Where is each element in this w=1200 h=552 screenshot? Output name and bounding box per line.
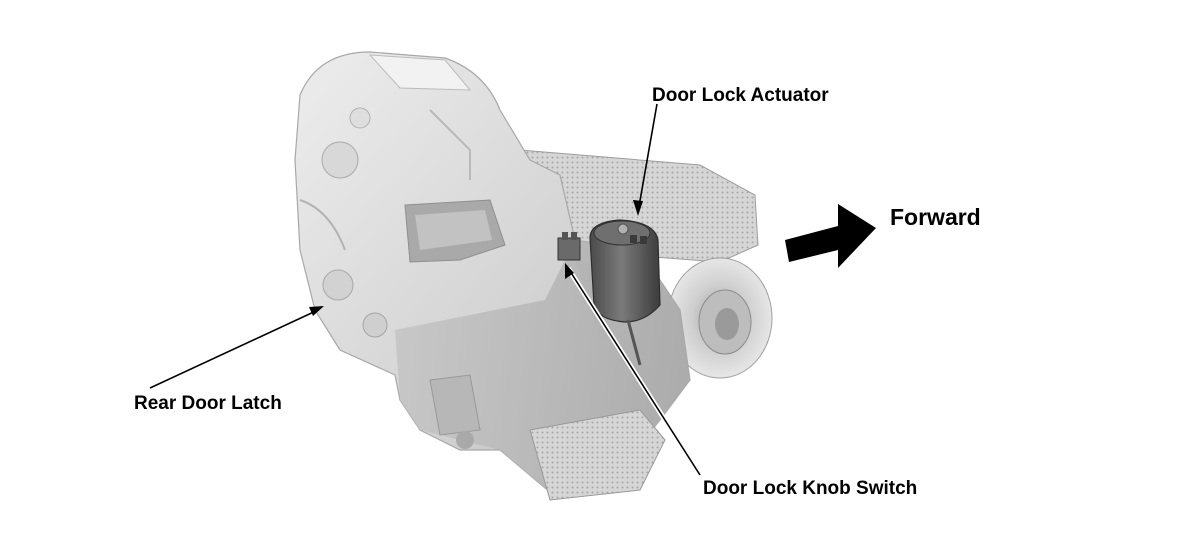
label-rear-door-latch: Rear Door Latch bbox=[134, 393, 282, 414]
forward-arrow-icon bbox=[785, 204, 876, 268]
knob-switch-part bbox=[557, 232, 581, 261]
lower-mesh-connector bbox=[529, 409, 666, 501]
label-door-lock-knob-switch: Door Lock Knob Switch bbox=[703, 478, 918, 499]
round-port bbox=[667, 257, 773, 379]
leader-lines bbox=[149, 103, 703, 477]
actuator-part bbox=[589, 219, 661, 366]
label-forward: Forward bbox=[890, 204, 981, 230]
actuator-leader bbox=[637, 103, 658, 213]
label-door-lock-actuator: Door Lock Actuator bbox=[652, 85, 829, 106]
rear-latch-arrowhead bbox=[309, 306, 324, 316]
knob-switch-arrowhead bbox=[565, 263, 574, 279]
knob-switch-leader bbox=[567, 267, 701, 476]
rear-latch-leader bbox=[149, 309, 319, 389]
actuator-arrowhead bbox=[633, 200, 643, 216]
